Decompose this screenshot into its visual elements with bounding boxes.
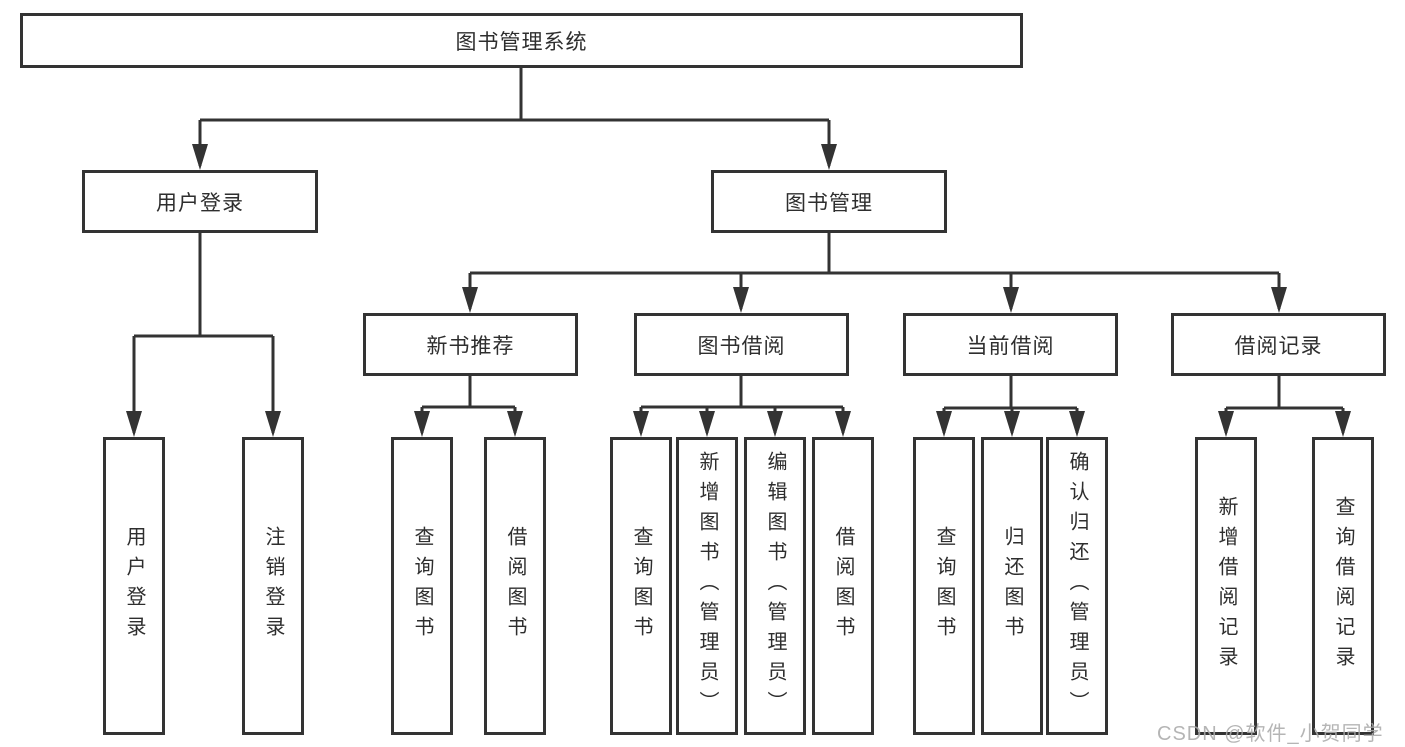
leaf-edit-book-admin: 编辑图书（管理员） (744, 437, 806, 735)
leaf-logout-label: 注销登录 (262, 526, 284, 646)
leaf-borrow-books-recommend: 借阅图书 (484, 437, 546, 735)
leaf-query-books-recommend-label: 查询图书 (411, 526, 433, 646)
node-book-management-label: 图书管理 (785, 191, 873, 215)
leaf-user-login-label: 用户登录 (123, 526, 145, 646)
leaf-add-borrow-record-label: 新增借阅记录 (1215, 496, 1237, 676)
leaf-query-borrow-record: 查询借阅记录 (1312, 437, 1374, 735)
leaf-query-books-recommend: 查询图书 (391, 437, 453, 735)
node-borrow-records-label: 借阅记录 (1234, 334, 1323, 358)
node-new-book-recommend-label: 新书推荐 (426, 334, 515, 358)
leaf-borrow-books-borrow: 借阅图书 (812, 437, 874, 735)
node-borrow-records: 借阅记录 (1171, 313, 1386, 376)
node-current-borrow: 当前借阅 (903, 313, 1118, 376)
leaf-query-books-borrow-label: 查询图书 (630, 526, 652, 646)
leaf-query-books-borrow: 查询图书 (610, 437, 672, 735)
leaf-add-book-admin: 新增图书（管理员） (676, 437, 738, 735)
leaf-borrow-books-borrow-label: 借阅图书 (832, 526, 854, 646)
leaf-logout: 注销登录 (242, 437, 304, 735)
leaf-query-borrow-record-label: 查询借阅记录 (1332, 496, 1354, 676)
leaf-query-books-current-label: 查询图书 (933, 526, 955, 646)
leaf-add-book-admin-label: 新增图书（管理员） (696, 451, 718, 721)
node-book-borrow-label: 图书借阅 (697, 334, 786, 358)
node-new-book-recommend: 新书推荐 (363, 313, 578, 376)
csdn-watermark: CSDN @软件_小贺同学 (1157, 723, 1384, 745)
leaf-add-borrow-record: 新增借阅记录 (1195, 437, 1257, 735)
leaf-return-books-label: 归还图书 (1001, 526, 1023, 646)
leaf-confirm-return-admin-label: 确认归还（管理员） (1066, 451, 1088, 721)
leaf-confirm-return-admin: 确认归还（管理员） (1046, 437, 1108, 735)
leaf-return-books: 归还图书 (981, 437, 1043, 735)
node-root: 图书管理系统 (20, 13, 1023, 68)
leaf-borrow-books-recommend-label: 借阅图书 (504, 526, 526, 646)
node-user-login-label: 用户登录 (156, 191, 244, 215)
arrowheads (126, 144, 1351, 437)
leaf-user-login: 用户登录 (103, 437, 165, 735)
node-book-borrow: 图书借阅 (634, 313, 849, 376)
leaf-query-books-current: 查询图书 (913, 437, 975, 735)
node-root-label: 图书管理系统 (455, 30, 588, 54)
node-book-management: 图书管理 (711, 170, 947, 233)
node-user-login: 用户登录 (82, 170, 318, 233)
node-current-borrow-label: 当前借阅 (966, 334, 1055, 358)
leaf-edit-book-admin-label: 编辑图书（管理员） (764, 451, 786, 721)
